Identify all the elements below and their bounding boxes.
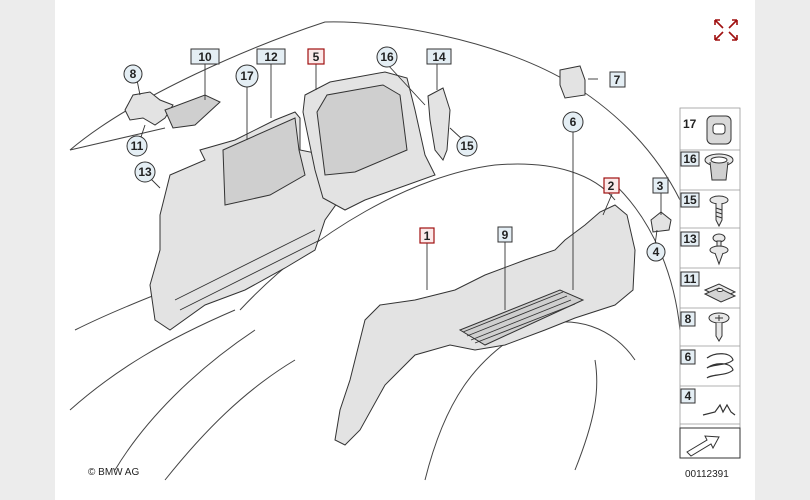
sill-strip-9 — [458, 289, 585, 346]
expanding-rivet-icon — [709, 233, 729, 266]
svg-text:17: 17 — [240, 69, 254, 83]
legend-item-11: 11 — [680, 271, 737, 303]
svg-text:15: 15 — [460, 139, 474, 153]
callout-2: 2 — [603, 177, 620, 194]
callout-8: 8 — [123, 64, 143, 84]
left-trim-insert — [222, 117, 306, 206]
screw-icon — [709, 195, 729, 228]
part-14-bracket — [427, 87, 451, 161]
svg-text:16: 16 — [380, 50, 394, 64]
callout-17: 17 — [235, 64, 259, 88]
svg-text:9: 9 — [502, 228, 509, 242]
callout-5: 5 — [307, 48, 325, 65]
plug-icon — [706, 115, 732, 145]
svg-text:8: 8 — [130, 67, 137, 81]
svg-text:14: 14 — [432, 50, 446, 64]
svg-text:13: 13 — [683, 232, 697, 246]
legend-item-16: 16 — [680, 151, 734, 181]
part-7-clip — [559, 65, 586, 99]
diagram-frame: 10 12 5 16 14 8 17 11 15 13 7 6 — [55, 0, 755, 500]
legend-item-17: 17 — [683, 115, 732, 145]
svg-text:11: 11 — [131, 139, 144, 153]
callout-15: 15 — [456, 135, 478, 157]
grommet-icon — [704, 153, 734, 181]
svg-text:15: 15 — [683, 193, 697, 207]
svg-text:11: 11 — [684, 272, 697, 286]
legend-item-6: 6 — [680, 349, 734, 379]
callout-16: 16 — [376, 46, 398, 68]
callout-10: 10 — [190, 48, 220, 65]
part-8-bracket — [124, 91, 174, 126]
svg-text:1: 1 — [424, 229, 431, 243]
callout-9: 9 — [497, 226, 513, 243]
callout-12: 12 — [256, 48, 286, 65]
callout-14: 14 — [426, 48, 452, 65]
parts-diagram: 10 12 5 16 14 8 17 11 15 13 7 6 — [69, 19, 741, 481]
part-10-bracket — [164, 94, 221, 129]
svg-text:16: 16 — [683, 152, 697, 166]
part-3-holder — [650, 211, 672, 233]
svg-text:12: 12 — [264, 50, 278, 64]
legend-item-15: 15 — [680, 192, 729, 228]
callout-7: 7 — [609, 71, 626, 88]
expand-arrows-icon[interactable] — [714, 19, 738, 41]
svg-text:7: 7 — [614, 73, 621, 87]
callout-3: 3 — [652, 177, 669, 194]
svg-text:10: 10 — [198, 50, 212, 64]
callout-1: 1 — [419, 227, 435, 244]
legend-item-13: 13 — [680, 231, 729, 266]
svg-text:6: 6 — [685, 350, 692, 364]
legend-item-4: 4 — [680, 388, 736, 416]
callout-13: 13 — [134, 161, 156, 183]
drawing-number: 00112391 — [685, 469, 729, 480]
svg-text:6: 6 — [570, 115, 577, 129]
leader-lines — [136, 63, 662, 310]
legend-panel: 17 16 15 13 — [679, 107, 741, 459]
svg-text:8: 8 — [685, 312, 692, 326]
callout-11: 11 — [126, 135, 148, 157]
svg-text:5: 5 — [313, 50, 320, 64]
svg-text:4: 4 — [653, 245, 660, 259]
wire-clip-icon — [702, 403, 736, 416]
copyright-label: © BMW AG — [88, 467, 139, 478]
svg-text:4: 4 — [685, 389, 692, 403]
svg-text:2: 2 — [608, 179, 615, 193]
fillister-screw-icon — [708, 312, 730, 342]
direction-arrow-icon — [679, 427, 741, 459]
svg-text:3: 3 — [657, 179, 664, 193]
clip-nut-icon — [703, 283, 737, 303]
callout-6: 6 — [562, 111, 584, 133]
callout-4: 4 — [646, 242, 666, 262]
svg-text:17: 17 — [683, 117, 697, 131]
spring-icon — [706, 353, 734, 379]
svg-text:13: 13 — [138, 165, 152, 179]
legend-item-8: 8 — [680, 311, 730, 342]
